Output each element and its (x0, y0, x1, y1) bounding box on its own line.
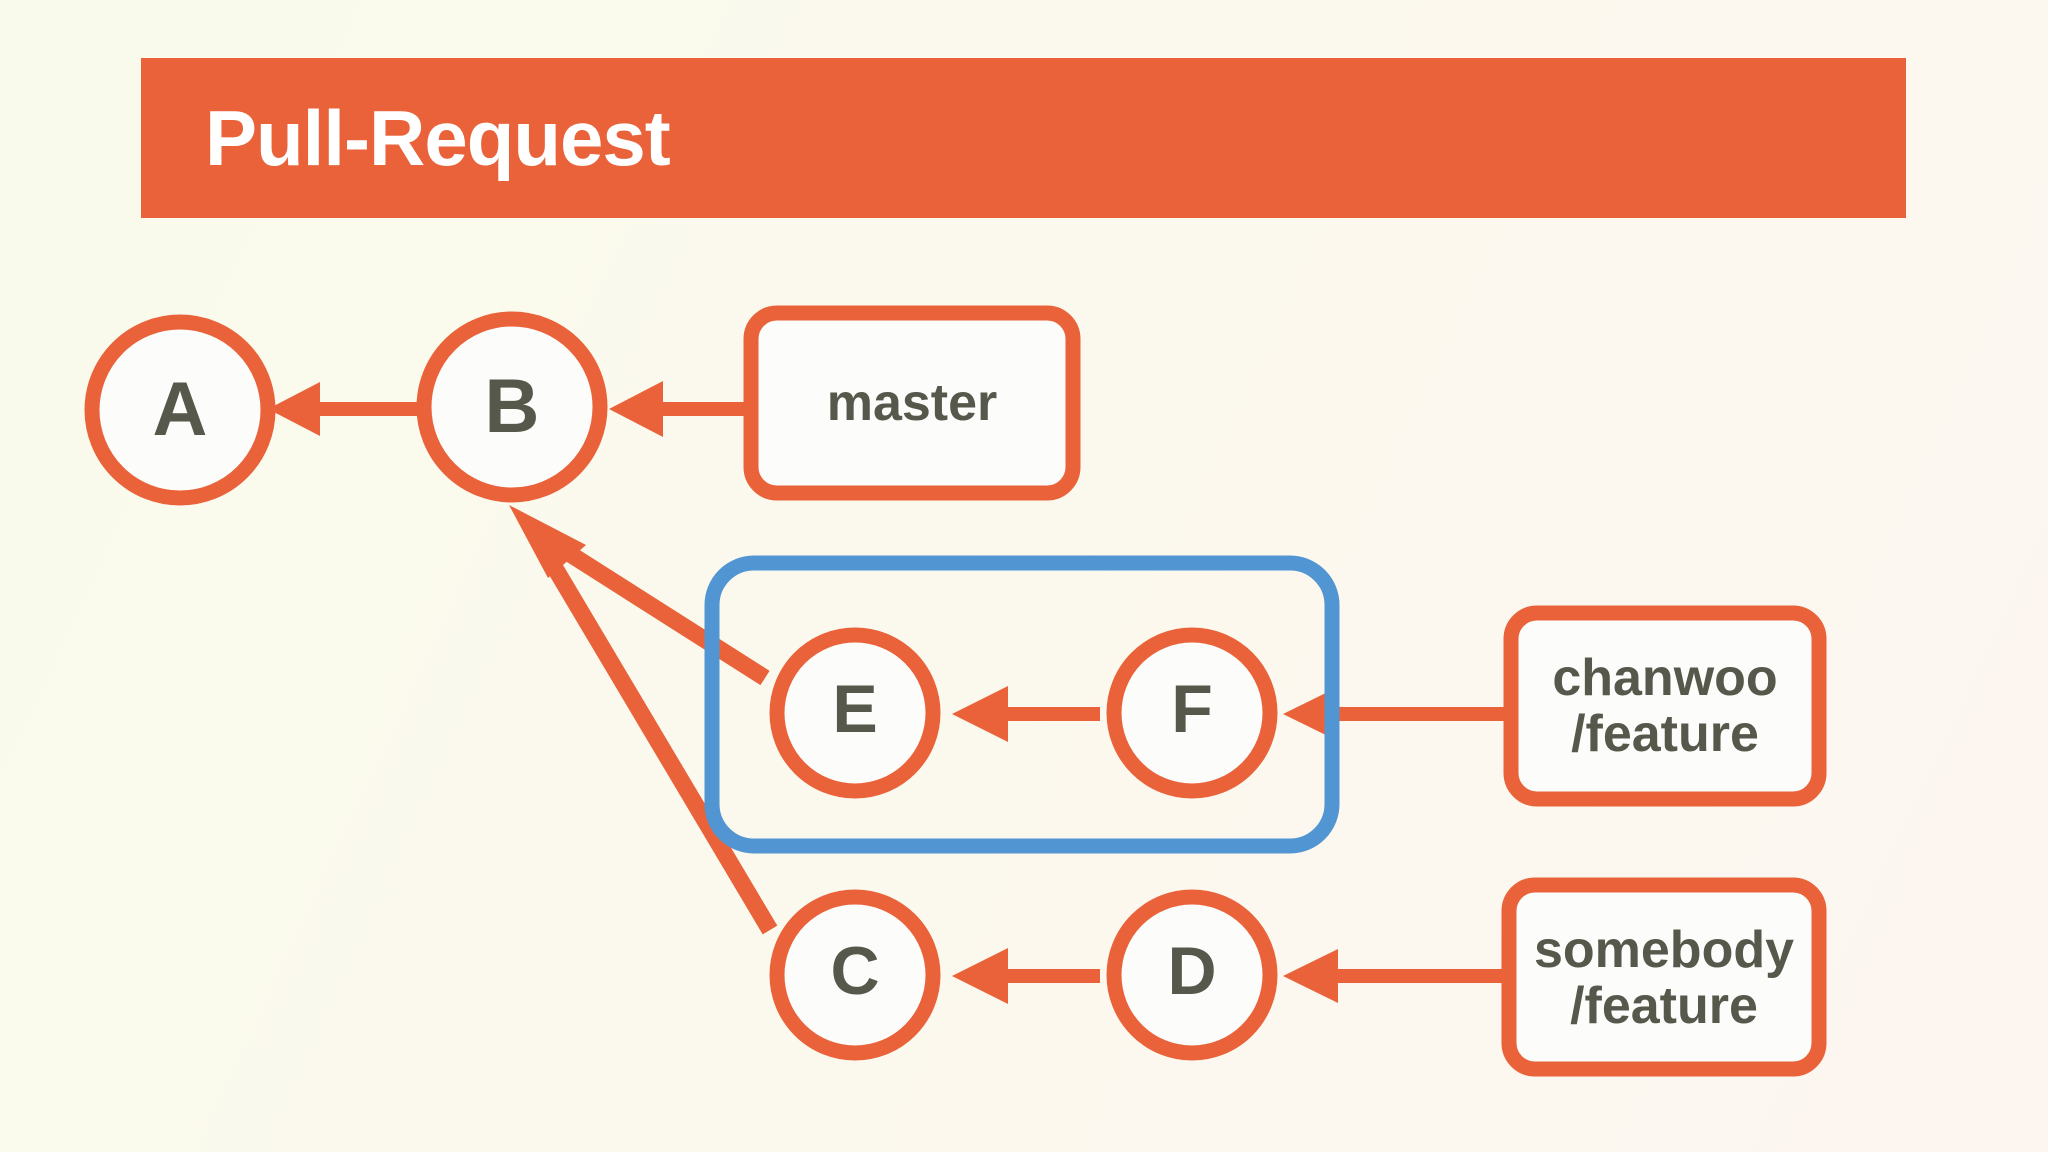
arrowhead-into-b (509, 505, 586, 578)
branch-box-somebody-feature[interactable] (1501, 877, 1827, 1077)
title-banner: Pull-Request (141, 58, 1906, 218)
edge-chanwoo-feature-to-f (1283, 687, 1504, 741)
commit-node-f[interactable] (1106, 627, 1278, 799)
edge-somebody-feature-to-d (1283, 949, 1502, 1003)
edge-b-to-a (268, 382, 420, 436)
commit-node-d[interactable] (1106, 889, 1278, 1061)
edge-d-to-c (952, 948, 1100, 1004)
commit-node-b[interactable] (416, 311, 608, 503)
branch-box-chanwoo-feature[interactable] (1503, 605, 1827, 807)
edge-c-to-b (535, 543, 778, 935)
commit-node-e[interactable] (769, 627, 941, 799)
edge-f-to-e (952, 686, 1100, 742)
pull-request-highlight-box (704, 555, 1340, 854)
branch-box-master[interactable] (743, 305, 1081, 501)
edge-master-to-b (609, 381, 744, 437)
page-title: Pull-Request (205, 94, 671, 182)
commit-node-a[interactable] (84, 314, 276, 506)
commit-node-c[interactable] (769, 889, 941, 1061)
edge-e-to-b (551, 537, 770, 686)
